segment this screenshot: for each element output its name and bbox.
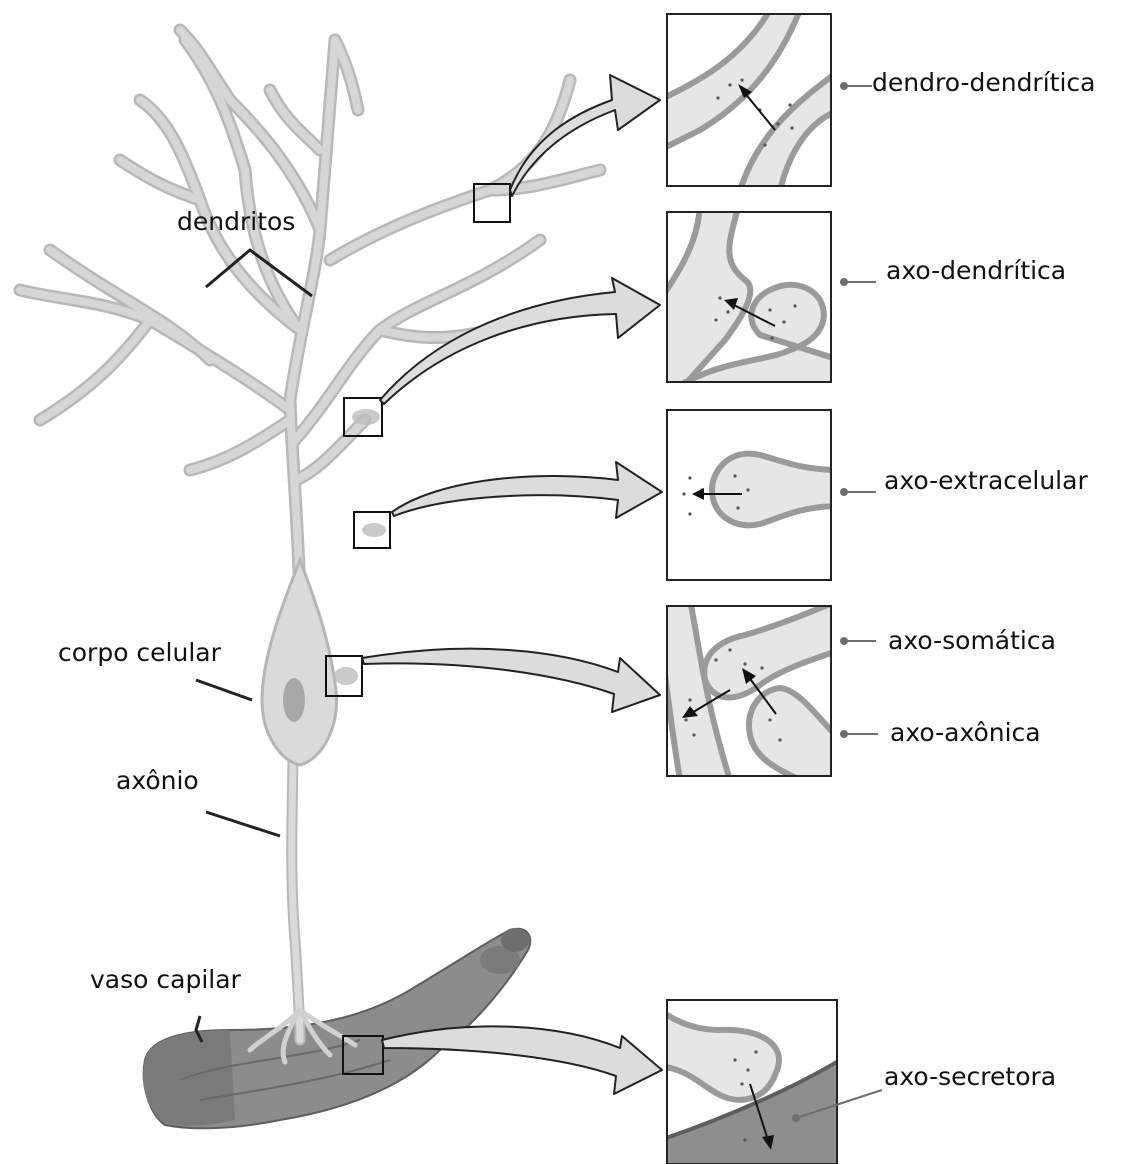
label-axonio: axônio [116, 768, 199, 793]
label-corpo-celular: corpo celular [58, 640, 221, 665]
connector-arrow-4 [362, 649, 660, 712]
inset-dendro-dendritica [660, 10, 840, 190]
label-dendro-dendritica: dendro-dendrítica [872, 70, 1095, 95]
label-vaso-capilar: vaso capilar [90, 967, 241, 992]
label-axo-axonica: axo-axônica [890, 720, 1041, 745]
label-axo-extracelular: axo-extracelular [884, 468, 1088, 493]
inset-axo-somatica-axonica [660, 600, 840, 780]
connector-arrow-3 [392, 462, 662, 518]
inset-axo-secretora [660, 1000, 840, 1164]
label-axo-dendritica: axo-dendrítica [886, 258, 1066, 283]
axonio-leader [206, 812, 280, 836]
neuron-soma-axon [250, 560, 355, 1062]
inset-axo-extracelular [667, 410, 840, 580]
corpo-celular-leader [196, 680, 252, 700]
label-axo-somatica: axo-somática [888, 628, 1056, 653]
label-dendritos: dendritos [177, 209, 295, 234]
inset-axo-dendritica [660, 200, 840, 400]
label-axo-secretora: axo-secretora [884, 1064, 1056, 1089]
selection-boxes [326, 184, 510, 1074]
